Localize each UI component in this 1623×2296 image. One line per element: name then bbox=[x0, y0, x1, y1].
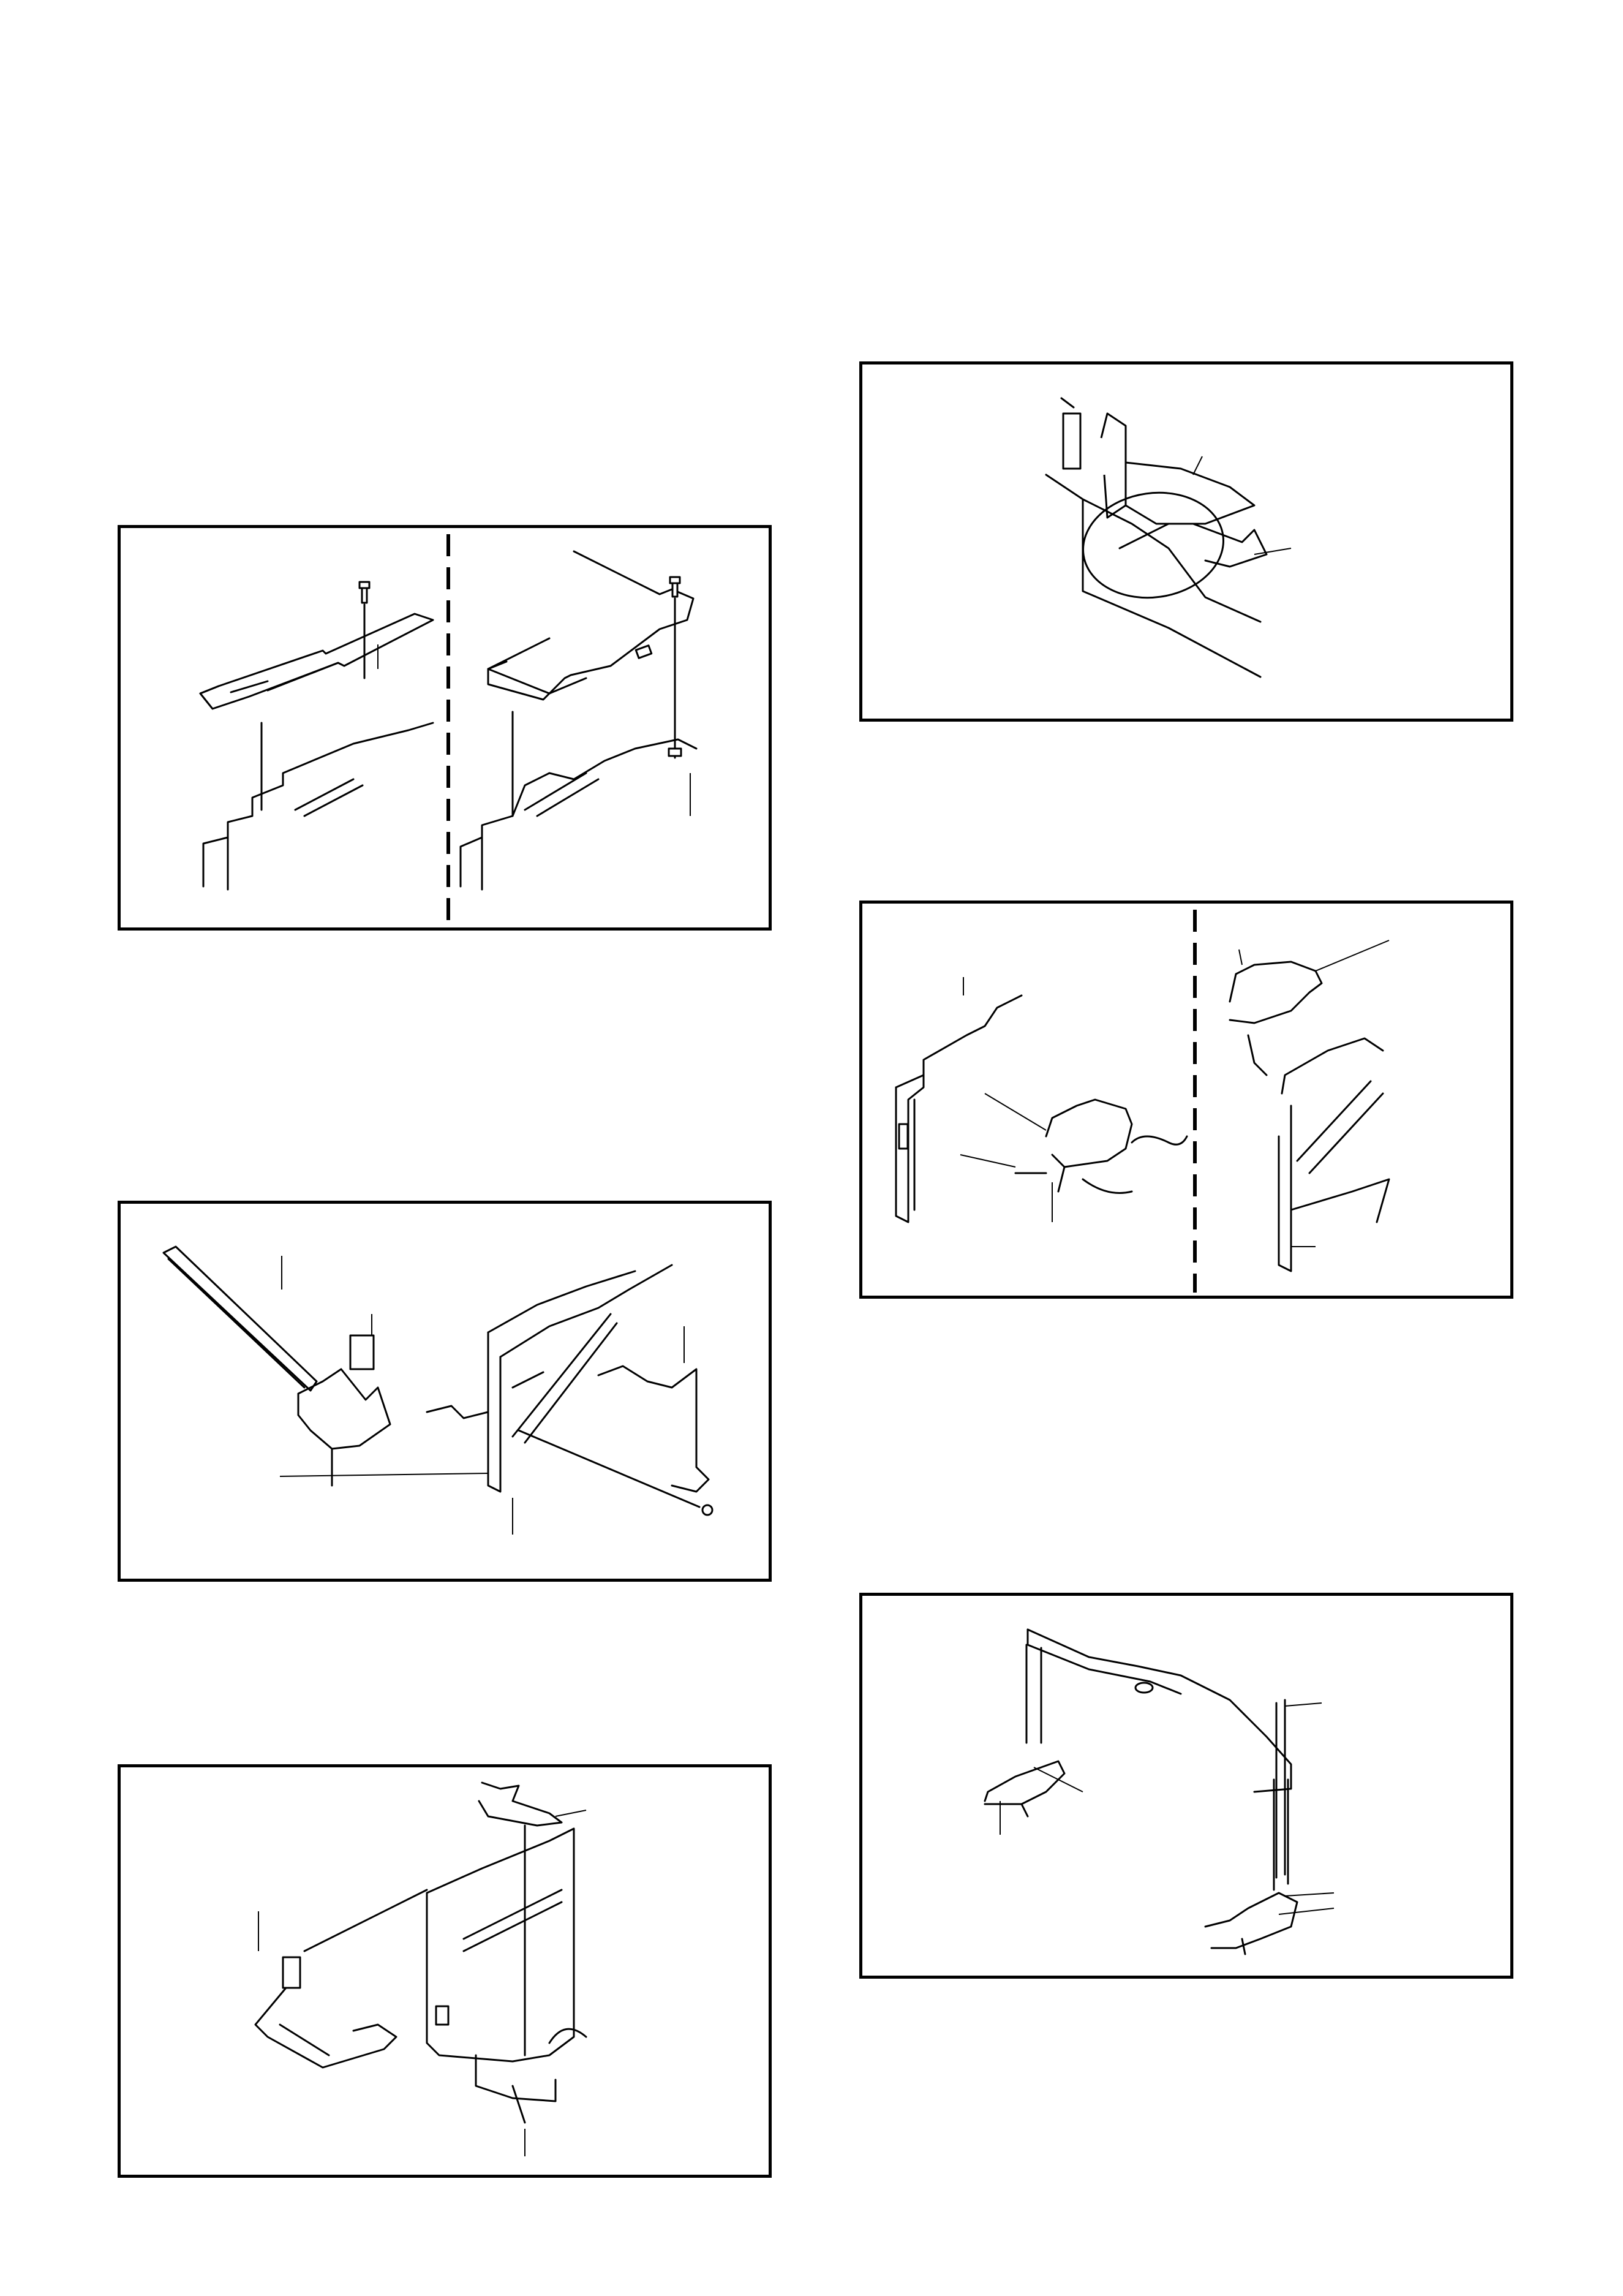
callout-leader bbox=[1315, 940, 1390, 972]
figure-lever-detail bbox=[859, 361, 1513, 722]
figure-front-panel-bracket bbox=[118, 1201, 772, 1582]
screw-icon bbox=[358, 581, 371, 679]
screw-icon bbox=[669, 576, 681, 759]
top-cover-screws-drawing bbox=[199, 534, 698, 923]
detail-circle bbox=[1082, 491, 1224, 599]
front-slide-rail bbox=[162, 1245, 318, 1392]
screw-icon bbox=[701, 1504, 714, 1516]
callout-leader bbox=[1284, 1702, 1322, 1707]
callout-leader bbox=[960, 1154, 1016, 1168]
left-bracket bbox=[297, 1334, 391, 1487]
lower-plate bbox=[475, 2028, 587, 2124]
holder-assembly-drawing bbox=[895, 910, 1390, 1293]
top-frame-beam bbox=[1026, 1628, 1292, 1793]
lever-arm bbox=[1100, 412, 1268, 568]
vertical-guide-post bbox=[1060, 397, 1082, 470]
right-lower-bracket bbox=[1204, 1892, 1298, 1955]
right-cover-plate bbox=[487, 550, 695, 701]
figure-holder-assembly bbox=[859, 901, 1513, 1299]
holder-unit bbox=[1014, 1098, 1188, 1194]
figure-side-bracket-gear bbox=[118, 1764, 772, 2178]
right-side-frame bbox=[1278, 1037, 1390, 1272]
left-side-frame bbox=[895, 994, 1023, 1223]
right-vertical-rail bbox=[1273, 1699, 1289, 1891]
lever-detail-drawing bbox=[1045, 397, 1292, 678]
center-frame bbox=[426, 1264, 673, 1493]
left-lower-bracket bbox=[984, 1760, 1066, 1818]
figure-top-cover-screws bbox=[118, 525, 772, 931]
side-bracket-gear-drawing bbox=[254, 1781, 587, 2156]
left-chassis-frame bbox=[202, 722, 434, 891]
center-chassis-plate bbox=[426, 1827, 575, 2063]
callout-leader bbox=[1278, 1908, 1335, 1915]
top-holder-part bbox=[1229, 961, 1323, 1076]
callout-leader bbox=[1192, 456, 1203, 475]
front-panel-bracket-drawing bbox=[162, 1245, 714, 1535]
main-frame-drawing bbox=[984, 1628, 1335, 1955]
callout-leader bbox=[1284, 1892, 1335, 1897]
callout-leader bbox=[984, 1093, 1047, 1131]
callout-leader bbox=[1033, 1767, 1083, 1792]
callout-leader bbox=[1254, 548, 1292, 555]
callout-leader bbox=[1238, 949, 1243, 965]
right-bracket bbox=[518, 1365, 714, 1516]
left-guide-bracket bbox=[254, 1889, 428, 2069]
top-gear-part bbox=[478, 1781, 563, 2056]
left-cover-plate bbox=[199, 613, 434, 710]
right-chassis-frame bbox=[459, 711, 698, 891]
callout-leader bbox=[279, 1473, 489, 1477]
frame-base bbox=[1045, 474, 1262, 678]
left-vertical-rail bbox=[1025, 1644, 1042, 1744]
callout-leader bbox=[555, 1810, 587, 1817]
figure-main-frame bbox=[859, 1593, 1513, 1979]
